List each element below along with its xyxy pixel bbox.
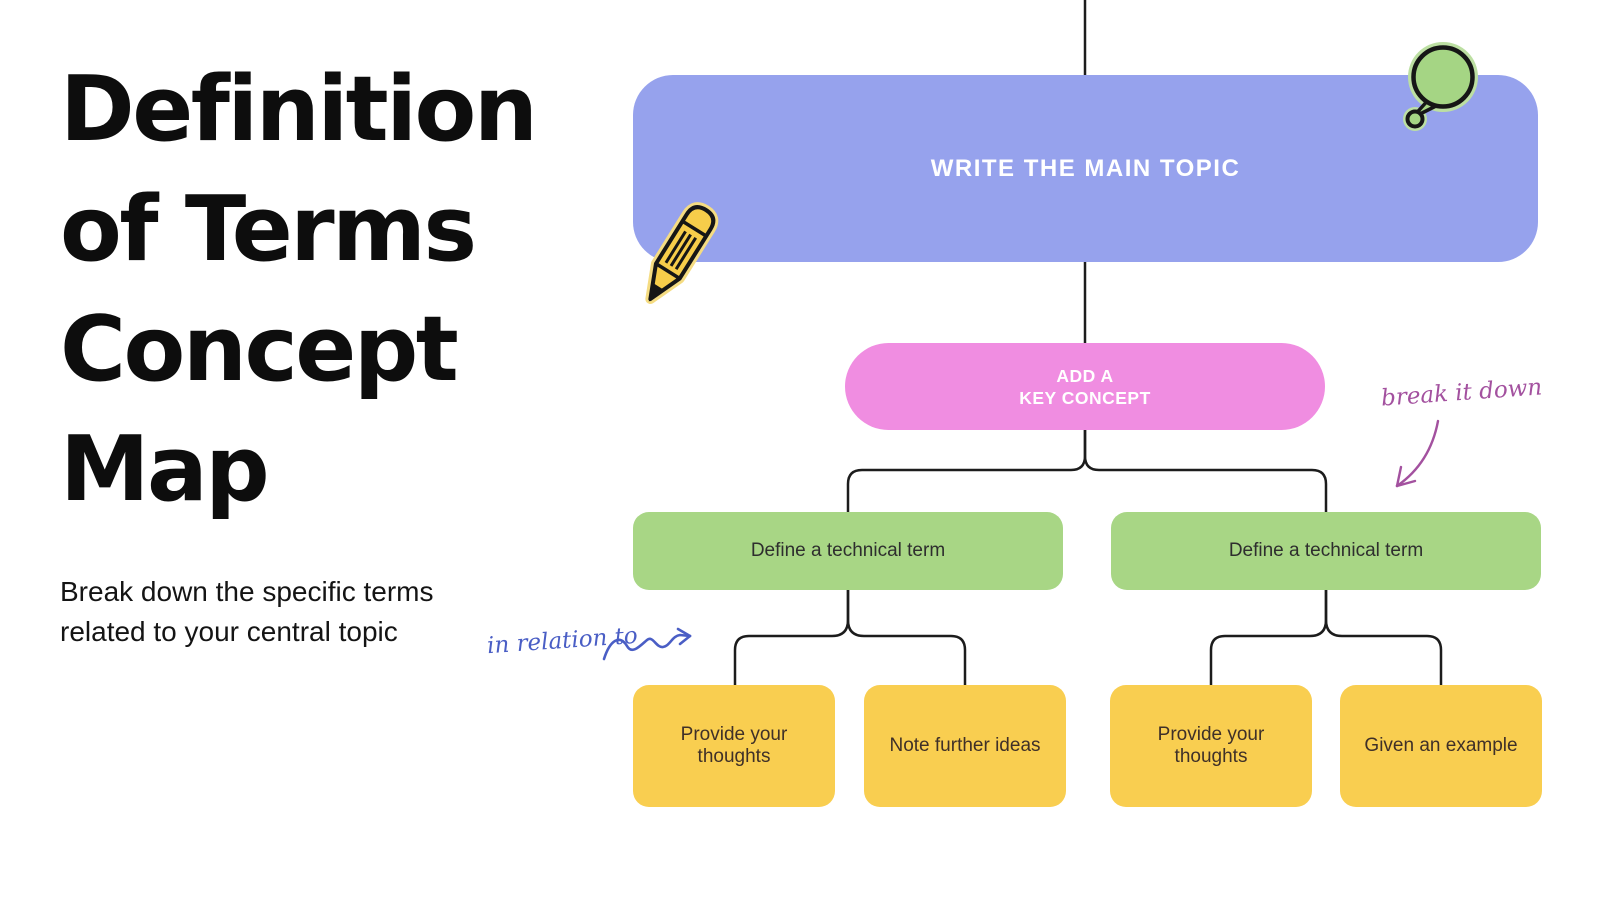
connector-key-to-term-left [846, 424, 1087, 517]
leaf-node-label: Note further ideas [889, 735, 1041, 756]
page-subtitle: Break down the specific terms related to… [60, 572, 580, 652]
page-subtitle-line: Break down the specific terms [60, 576, 434, 607]
connector-term2-to-leaf3 [1209, 586, 1328, 690]
leaf-node-1[interactable]: Provide your thoughts [633, 685, 835, 807]
leaf-node-2[interactable]: Note further ideas [864, 685, 1066, 807]
key-concept-node[interactable]: ADD A KEY CONCEPT [845, 343, 1325, 430]
term-node-right[interactable]: Define a technical term [1111, 512, 1541, 590]
annotation-break-it-down: break it down [1380, 374, 1543, 412]
term-node-label: Define a technical term [1228, 540, 1424, 561]
leaf-node-label: Given an example [1364, 735, 1518, 756]
page-title-line: Concept [60, 297, 459, 402]
main-topic-label: WRITE THE MAIN TOPIC [930, 154, 1241, 182]
page-title-line: Map [60, 417, 270, 522]
connector-term2-to-leaf4 [1324, 586, 1443, 690]
connector-term1-to-leaf1 [733, 586, 850, 690]
page-title-line: Definition [60, 57, 538, 162]
leaf-node-4[interactable]: Given an example [1340, 685, 1542, 807]
break-it-down-arrow-icon [1395, 419, 1440, 488]
key-concept-label-line1: ADD A [1056, 365, 1114, 386]
term-node-left[interactable]: Define a technical term [633, 512, 1063, 590]
term-node-label: Define a technical term [750, 540, 946, 561]
leaf-node-label: Provide your thoughts [680, 724, 788, 767]
leaf-node-3[interactable]: Provide your thoughts [1110, 685, 1312, 807]
main-topic-node[interactable]: WRITE THE MAIN TOPIC [633, 75, 1538, 262]
key-concept-label-line2: KEY CONCEPT [1019, 387, 1151, 408]
connector-term1-to-leaf2 [846, 586, 967, 690]
leaf-node-label: Provide your thoughts [1157, 724, 1265, 767]
page-title-line: of Terms [60, 177, 477, 282]
intro-panel: Definition of Terms Concept Map Break do… [60, 50, 580, 652]
page-title: Definition of Terms Concept Map [60, 50, 580, 530]
page-subtitle-line: related to your central topic [60, 616, 398, 647]
connector-key-to-term-right [1083, 424, 1328, 517]
